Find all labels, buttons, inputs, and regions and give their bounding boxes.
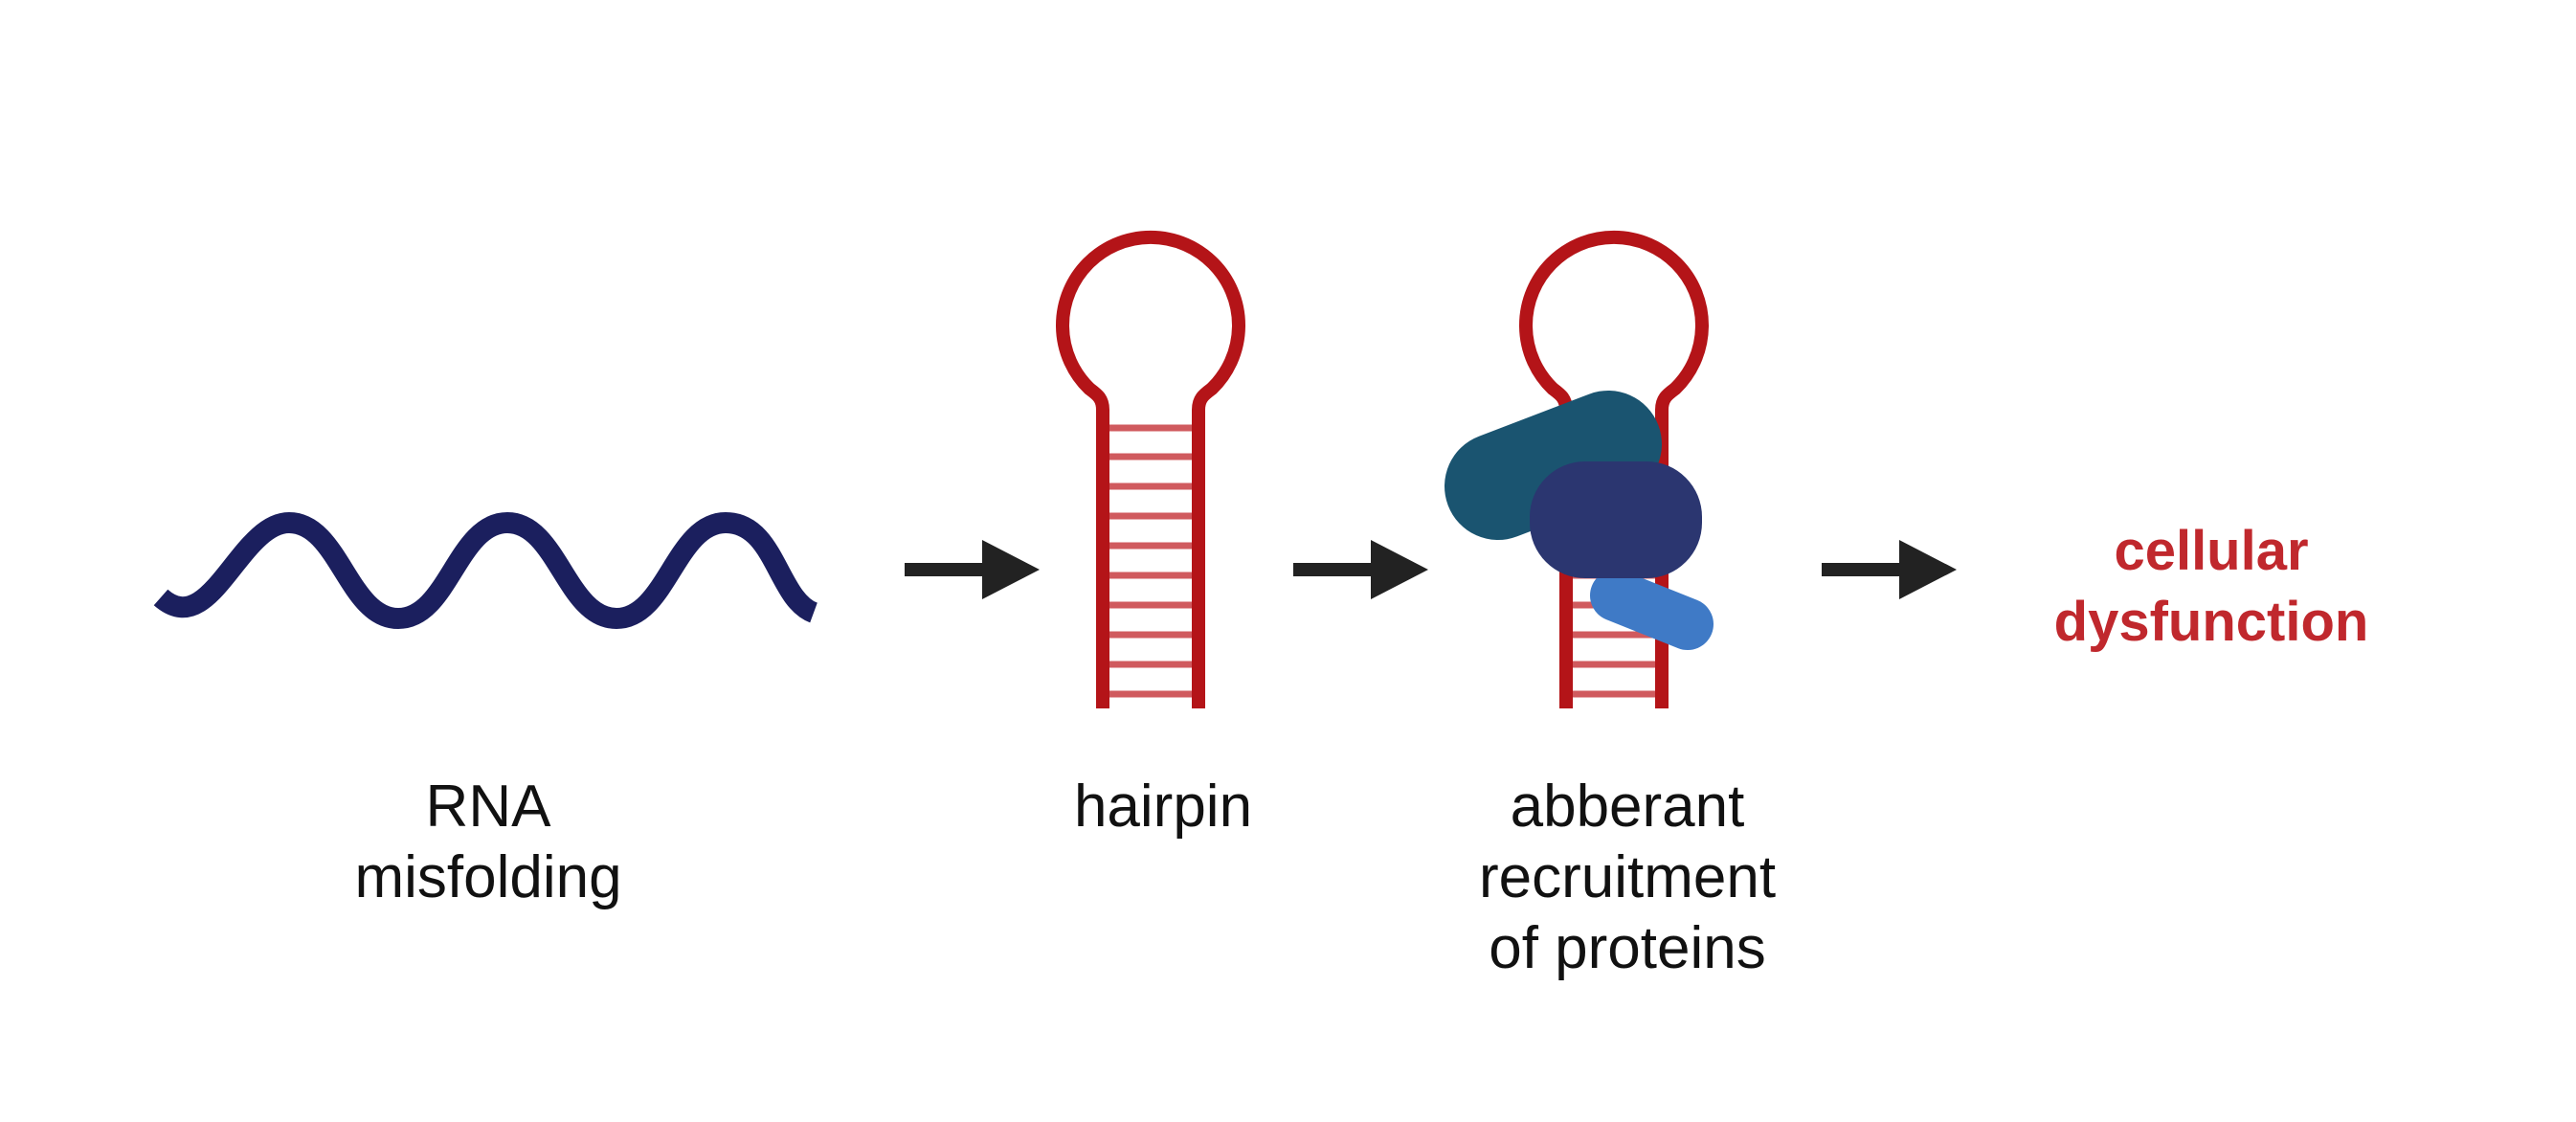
rna-hairpin-with-proteins-icon: [1445, 230, 1714, 708]
wavy-rna-strand-icon: [153, 511, 818, 630]
protein-teal: [1445, 391, 1662, 540]
right-arrow-icon: [1822, 540, 1957, 599]
protein-light-blue: [1590, 570, 1714, 650]
aberrant-recruitment-label: abberant recruitment of proteins: [1478, 774, 1777, 981]
cellular-dysfunction-label: cellular dysfunction: [2053, 520, 2369, 653]
rna-misfolding-label: RNA misfolding: [354, 774, 622, 910]
rna-hairpin-icon: [1056, 230, 1245, 708]
right-arrow-icon: [1293, 540, 1428, 599]
protein-navy: [1530, 461, 1702, 578]
hairpin-label: hairpin: [1073, 774, 1253, 840]
right-arrow-icon: [905, 540, 1040, 599]
